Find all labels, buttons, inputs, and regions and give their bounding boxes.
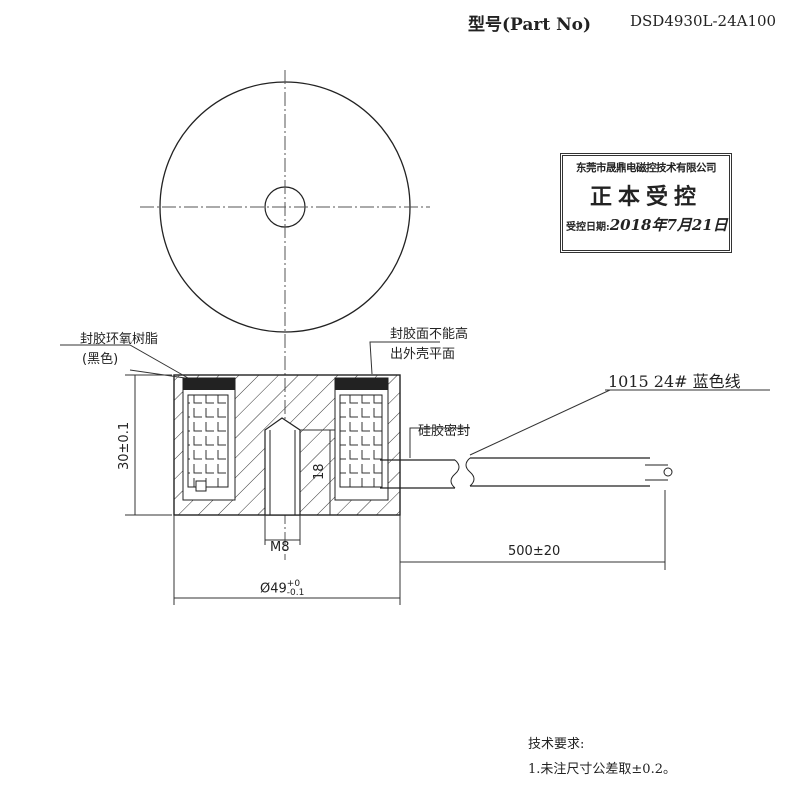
stamp-date-label: 受控日期:: [566, 222, 610, 233]
annotation-epoxy-color: (黑色): [82, 352, 119, 367]
stamp-date-value: 2018年7月21日: [609, 216, 728, 234]
control-stamp: 东莞市晟鼎电磁控技术有限公司 正本受控 受控日期:2018年7月21日: [560, 153, 732, 253]
stamp-title: 正本受控: [589, 184, 702, 210]
dimension-wire-length: 500±20: [508, 544, 561, 559]
dimension-lines: [60, 341, 770, 605]
annotation-seal-surface-2: 出外壳平面: [390, 347, 456, 362]
part-number-label: 型号(Part No): [468, 15, 592, 35]
dimension-diameter: Ø49 +0 -0.1: [260, 580, 304, 598]
section-view: [173, 374, 401, 516]
stamp-company: 东莞市晟鼎电磁控技术有限公司: [576, 162, 717, 174]
dimension-thread: M8: [270, 540, 290, 555]
notes-title: 技术要求:: [528, 737, 585, 752]
top-view: [140, 70, 430, 560]
annotation-silicone-seal: 硅胶密封: [418, 424, 471, 439]
diameter-tol-upper: +0: [286, 579, 301, 589]
annotation-wire-spec: 1015 24# 蓝色线: [608, 372, 741, 391]
cable: [380, 457, 673, 489]
diameter-tol-lower: -0.1: [286, 588, 305, 598]
part-number: DSD4930L-24A100: [630, 12, 777, 30]
dimension-thread-depth: 18: [312, 463, 327, 480]
annotation-epoxy-seal: 封胶环氧树脂: [80, 332, 159, 347]
annotation-seal-surface-1: 封胶面不能高: [390, 327, 469, 342]
notes-item: 1.未注尺寸公差取±0.2。: [528, 762, 676, 777]
diameter-value: Ø49: [260, 581, 287, 597]
dimension-height: 30±0.1: [117, 422, 132, 470]
